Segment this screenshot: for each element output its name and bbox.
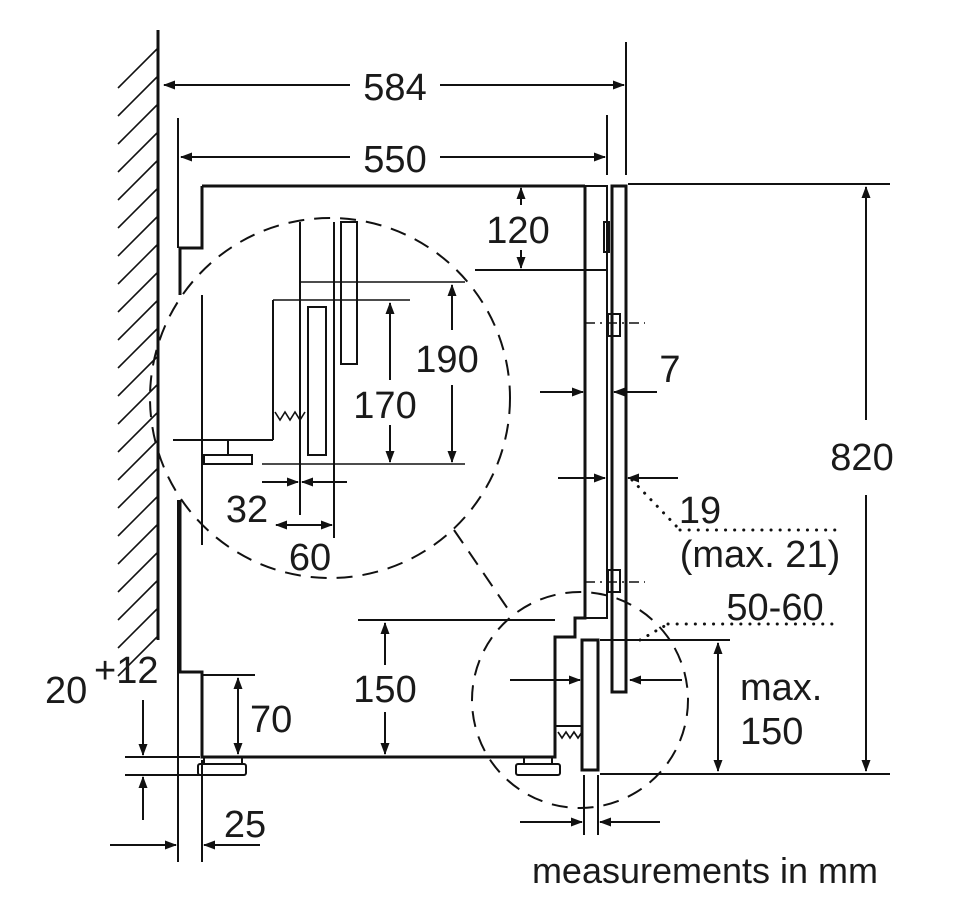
hatch-line <box>117 607 159 649</box>
hatch-line <box>117 243 159 285</box>
label-25: 25 <box>224 804 266 846</box>
label-19: 19 <box>679 490 721 532</box>
label-32: 32 <box>226 489 268 531</box>
label-7: 7 <box>659 349 680 391</box>
hatch-line <box>117 635 159 677</box>
hatch-line <box>117 495 159 537</box>
label-120: 120 <box>486 210 549 252</box>
label-550: 550 <box>363 139 426 181</box>
hatch-line <box>117 103 159 145</box>
label-max-150: 150 <box>740 711 803 753</box>
hatch-line <box>117 411 159 453</box>
label-plus-12: +12 <box>94 650 158 692</box>
appliance-body <box>178 184 587 776</box>
hatch-line <box>117 579 159 621</box>
hatch-line <box>117 551 159 593</box>
hatch-line <box>117 131 159 173</box>
hatch-line <box>117 383 159 425</box>
hatch-line <box>117 75 159 117</box>
label-584: 584 <box>363 67 426 109</box>
dimension-labels: 584 550 120 190 170 7 820 32 60 19 (max.… <box>45 67 894 846</box>
hatch-line <box>117 187 159 229</box>
label-60: 60 <box>289 537 331 579</box>
hatch-line <box>117 327 159 369</box>
label-820: 820 <box>830 437 893 479</box>
label-150: 150 <box>353 669 416 711</box>
hatch-line <box>117 355 159 397</box>
detail-circle-top <box>149 217 511 579</box>
detail-circle-bottom <box>471 591 689 809</box>
furniture-door <box>556 184 645 772</box>
hatch-line <box>117 215 159 257</box>
label-170: 170 <box>353 385 416 427</box>
label-190: 190 <box>415 339 478 381</box>
label-max: max. <box>740 667 822 709</box>
label-50-60: 50-60 <box>726 587 823 629</box>
label-max-21: (max. 21) <box>680 534 840 576</box>
dimension-lines <box>110 42 890 862</box>
label-20: 20 <box>45 670 87 712</box>
hatch-line <box>117 467 159 509</box>
hatch-line <box>117 523 159 565</box>
hatch-line <box>117 271 159 313</box>
hatch-line <box>117 299 159 341</box>
hatch-line <box>117 159 159 201</box>
hatch-line <box>117 439 159 481</box>
label-70: 70 <box>250 699 292 741</box>
wall-hatching <box>117 47 159 677</box>
hatch-line <box>117 47 159 89</box>
wall <box>117 30 160 677</box>
caption-measurements: measurements in mm <box>532 850 878 891</box>
